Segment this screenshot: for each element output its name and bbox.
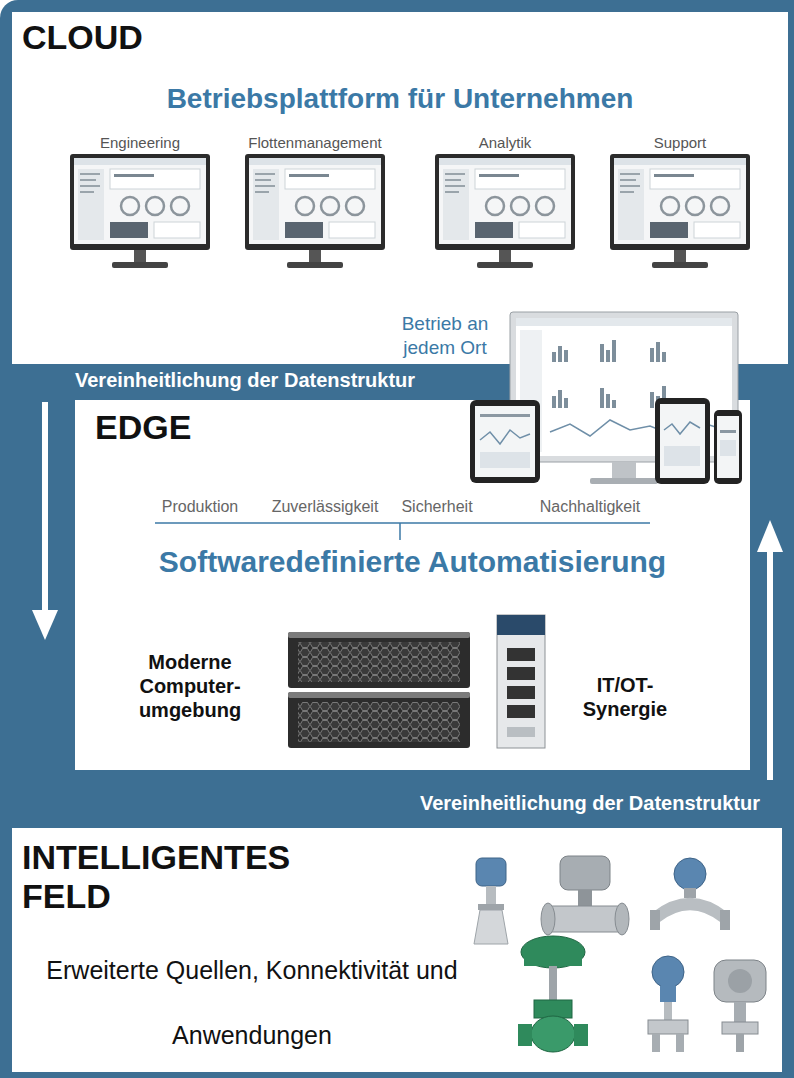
category-bracket — [155, 523, 650, 540]
category-label: Produktion — [145, 497, 255, 516]
panel-box: INTELLIGENTES FELD Erweiterte Quellen, Ko… — [12, 828, 782, 1072]
panel-title: EDGE — [95, 408, 315, 447]
panel-fill — [12, 828, 782, 1072]
monitor-icon — [435, 154, 575, 268]
category-label: Sicherheit — [387, 497, 487, 516]
band-label: Vereinheitlichung der Datenstruktur — [75, 368, 495, 392]
category-label: Nachhaltigkeit — [525, 497, 655, 516]
band-label: Vereinheitlichung der Datenstruktur — [280, 791, 760, 815]
panel-description: Erweiterte Quellen, Konnektivität und An… — [12, 938, 492, 1068]
panel-title: INTELLIGENTES FELD — [22, 838, 382, 916]
monitor-label: Analytik — [420, 134, 590, 152]
flow-arrow — [32, 402, 58, 640]
monitor-label: Engineering — [55, 134, 225, 152]
controller-icon — [497, 615, 545, 748]
panel-title: CLOUD — [22, 18, 322, 57]
category-label: Zuverlässigkeit — [255, 497, 395, 516]
monitor-label: Flottenmanagement — [230, 134, 400, 152]
server-icon — [288, 632, 470, 748]
monitor-label: Support — [595, 134, 765, 152]
devices-label: Betrieb an jedem Ort — [386, 312, 504, 360]
panel-fill — [12, 12, 788, 364]
component-label: Moderne Computer- umgebung — [125, 650, 255, 722]
monitor-icon — [610, 154, 750, 268]
section-heading: Betriebsplattform für Unternehmen — [102, 82, 698, 116]
devices-icon — [470, 312, 742, 484]
monitor-icon — [70, 154, 210, 268]
section-heading: Softwaredefinierte Automatisierung — [90, 544, 735, 580]
monitor-icon — [245, 154, 385, 268]
panel-box: CLOUD Betriebsplattform für Unternehmen — [12, 12, 788, 364]
component-label: IT/OT- Synergie — [570, 673, 680, 721]
field-devices-icon — [474, 856, 766, 1052]
flow-arrow — [757, 520, 783, 780]
